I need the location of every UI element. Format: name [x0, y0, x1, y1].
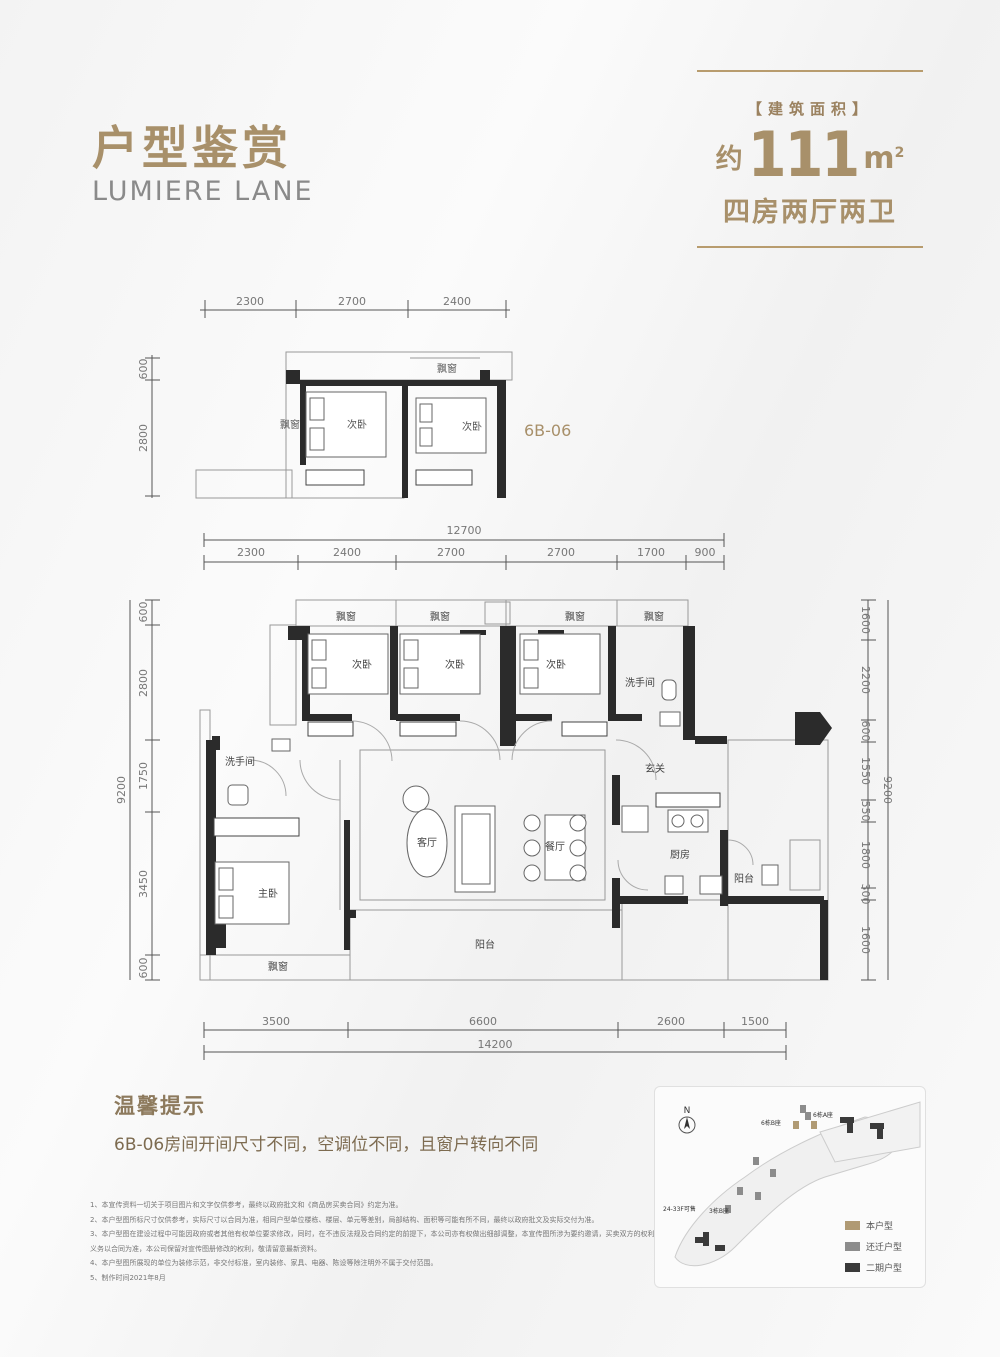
tips-text: 6B-06房间开间尺寸不同，空调位不同，且窗户转向不同	[114, 1135, 539, 1155]
north-label: N	[684, 1106, 691, 1116]
room-balcony-small: 阳台	[734, 872, 754, 885]
area-value: 约 111 m2	[697, 118, 923, 191]
legend-swatch	[845, 1221, 860, 1230]
legend-label: 还迁户型	[866, 1243, 903, 1253]
note-6: 5、制作时间2021年8月	[90, 1273, 166, 1282]
layout-text: 四房两厅两卫	[723, 197, 897, 228]
floor-plan: 2300 2700 2400 600 2800 12700 2300 2400 …	[115, 295, 894, 1060]
room-bay-bottom: 飘窗	[268, 960, 288, 973]
room-bay3: 飘窗	[565, 610, 585, 623]
main-plan: 飘窗 飘窗 飘窗 飘窗 次卧 次卧 次卧 洗手间 洗手间 玄关 客厅 餐厅 厨房…	[199, 599, 832, 981]
dim-right-7: 300	[859, 884, 872, 905]
area-prefix: 约	[715, 144, 743, 175]
map-bldg-b: 6栋B座	[761, 1119, 781, 1127]
room-bed1: 次卧	[352, 658, 372, 671]
dim-top-6: 900	[695, 546, 716, 559]
room-bay4: 飘窗	[644, 610, 664, 623]
room-bay2: 飘窗	[430, 610, 450, 623]
dim-left-4: 3450	[137, 870, 150, 898]
upper-plan: 飘窗 次卧 次卧 飘窗 6B-06	[195, 351, 571, 499]
legend-label: 二期户型	[866, 1264, 903, 1274]
dim-upper-1: 2300	[236, 295, 264, 308]
page-title: 户型鉴赏	[92, 121, 292, 175]
dim-upper-left-2: 2800	[137, 424, 150, 452]
note-4: 义务以合同为准，本公司保留对宣传图册修改的权利，敬请留意最新资料。	[90, 1244, 321, 1253]
map-bldg-3b: 3栋B座	[709, 1207, 729, 1215]
room-wc-left: 洗手间	[225, 755, 255, 768]
dim-top-2: 2400	[333, 546, 361, 559]
upper-room-bed2: 次卧	[462, 420, 482, 433]
room-bed3: 次卧	[546, 658, 566, 671]
dim-right-3: 600	[859, 721, 872, 742]
dim-left-total: 9200	[115, 776, 128, 804]
legend-item: 还迁户型	[845, 1236, 902, 1257]
note-2: 2、本户型图所标尺寸仅供参考，实际尺寸以合同为准，相同户型单位楼栋、楼层、单元等…	[90, 1215, 599, 1224]
area-box: 【建筑面积】 约 111 m2 四房两厅两卫	[697, 70, 923, 248]
upper-room-bay1: 飘窗	[280, 418, 300, 431]
dim-left-5: 600	[137, 958, 150, 979]
dim-left-3: 1750	[137, 762, 150, 790]
map-floors: 24-33F可售	[663, 1205, 696, 1213]
note-3: 3、本户型图在建设过程中可能因政府或者其他有权单位要求修改，同时，在不违反法规及…	[90, 1230, 655, 1238]
map-bldg-a: 6栋A座	[813, 1111, 833, 1119]
dim-top-4: 2700	[547, 546, 575, 559]
dim-bottom-3: 2600	[657, 1015, 685, 1028]
legend-label: 本户型	[866, 1222, 894, 1232]
legend-item: 本户型	[845, 1215, 902, 1236]
dim-right-2: 2200	[859, 666, 872, 694]
legend-swatch	[845, 1242, 860, 1251]
dim-right-8: 1600	[859, 926, 872, 954]
dim-right-6: 1800	[859, 841, 872, 869]
note-1: 1、本宣传资料一切关于项目图片和文字仅供参考，最终以政府批文和《商品房买卖合同》…	[90, 1201, 403, 1209]
room-bay1: 飘窗	[336, 610, 356, 623]
area-number: 111	[747, 118, 860, 191]
disclaimer-notes: 1、本宣传资料一切关于项目图片和文字仅供参考，最终以政府批文和《商品房买卖合同》…	[90, 1198, 655, 1285]
dim-upper-left-1: 600	[137, 359, 150, 380]
legend-swatch	[845, 1263, 860, 1272]
dim-left-2: 2800	[137, 669, 150, 697]
upper-room-bed1: 次卧	[347, 418, 367, 431]
area-unit-text: m	[863, 141, 895, 176]
dim-overall-bottom: 14200	[478, 1038, 513, 1051]
north-compass-icon: N	[678, 1106, 696, 1134]
dim-right-4: 1550	[859, 757, 872, 785]
dim-upper-2: 2700	[338, 295, 366, 308]
note-5: 4、本户型图所展现的单位为装修示范，非交付标准，室内装修、家具、电器、陈设等除注…	[90, 1259, 438, 1267]
dim-bottom-1: 3500	[262, 1015, 290, 1028]
dim-upper-3: 2400	[443, 295, 471, 308]
project-name: LUMIERE LANE	[92, 176, 314, 207]
dim-bottom-4: 1500	[741, 1015, 769, 1028]
unit-code: 6B-06	[524, 421, 571, 440]
room-entry: 玄关	[645, 762, 665, 775]
room-dining: 餐厅	[545, 840, 565, 853]
dim-overall-top: 12700	[447, 524, 482, 537]
room-wc-right: 洗手间	[625, 676, 655, 689]
area-unit: m2	[863, 141, 904, 176]
room-living: 客厅	[417, 836, 437, 849]
dim-top-3: 2700	[437, 546, 465, 559]
area-label: 【建筑面积】	[746, 100, 873, 118]
legend-item: 二期户型	[845, 1257, 902, 1278]
dim-left-1: 600	[137, 602, 150, 623]
dim-right-total: 9200	[881, 776, 894, 804]
room-master: 主卧	[258, 887, 278, 900]
dim-bottom-2: 6600	[469, 1015, 497, 1028]
area-unit-sup: 2	[894, 145, 905, 161]
tips-title: 温馨提示	[114, 1094, 206, 1118]
room-kitchen: 厨房	[670, 848, 690, 861]
dim-right-5: 550	[859, 801, 872, 822]
dim-top-1: 2300	[237, 546, 265, 559]
room-bed2: 次卧	[445, 658, 465, 671]
site-map: N 6栋A座 6栋B座 3栋B座 24-33F可售 本户型 还迁户型	[654, 1086, 926, 1288]
map-legend: 本户型 还迁户型 二期户型	[845, 1215, 902, 1278]
dim-top-5: 1700	[637, 546, 665, 559]
dim-right-1: 1600	[859, 606, 872, 634]
upper-room-bay2: 飘窗	[437, 362, 457, 375]
room-balcony: 阳台	[475, 938, 495, 951]
